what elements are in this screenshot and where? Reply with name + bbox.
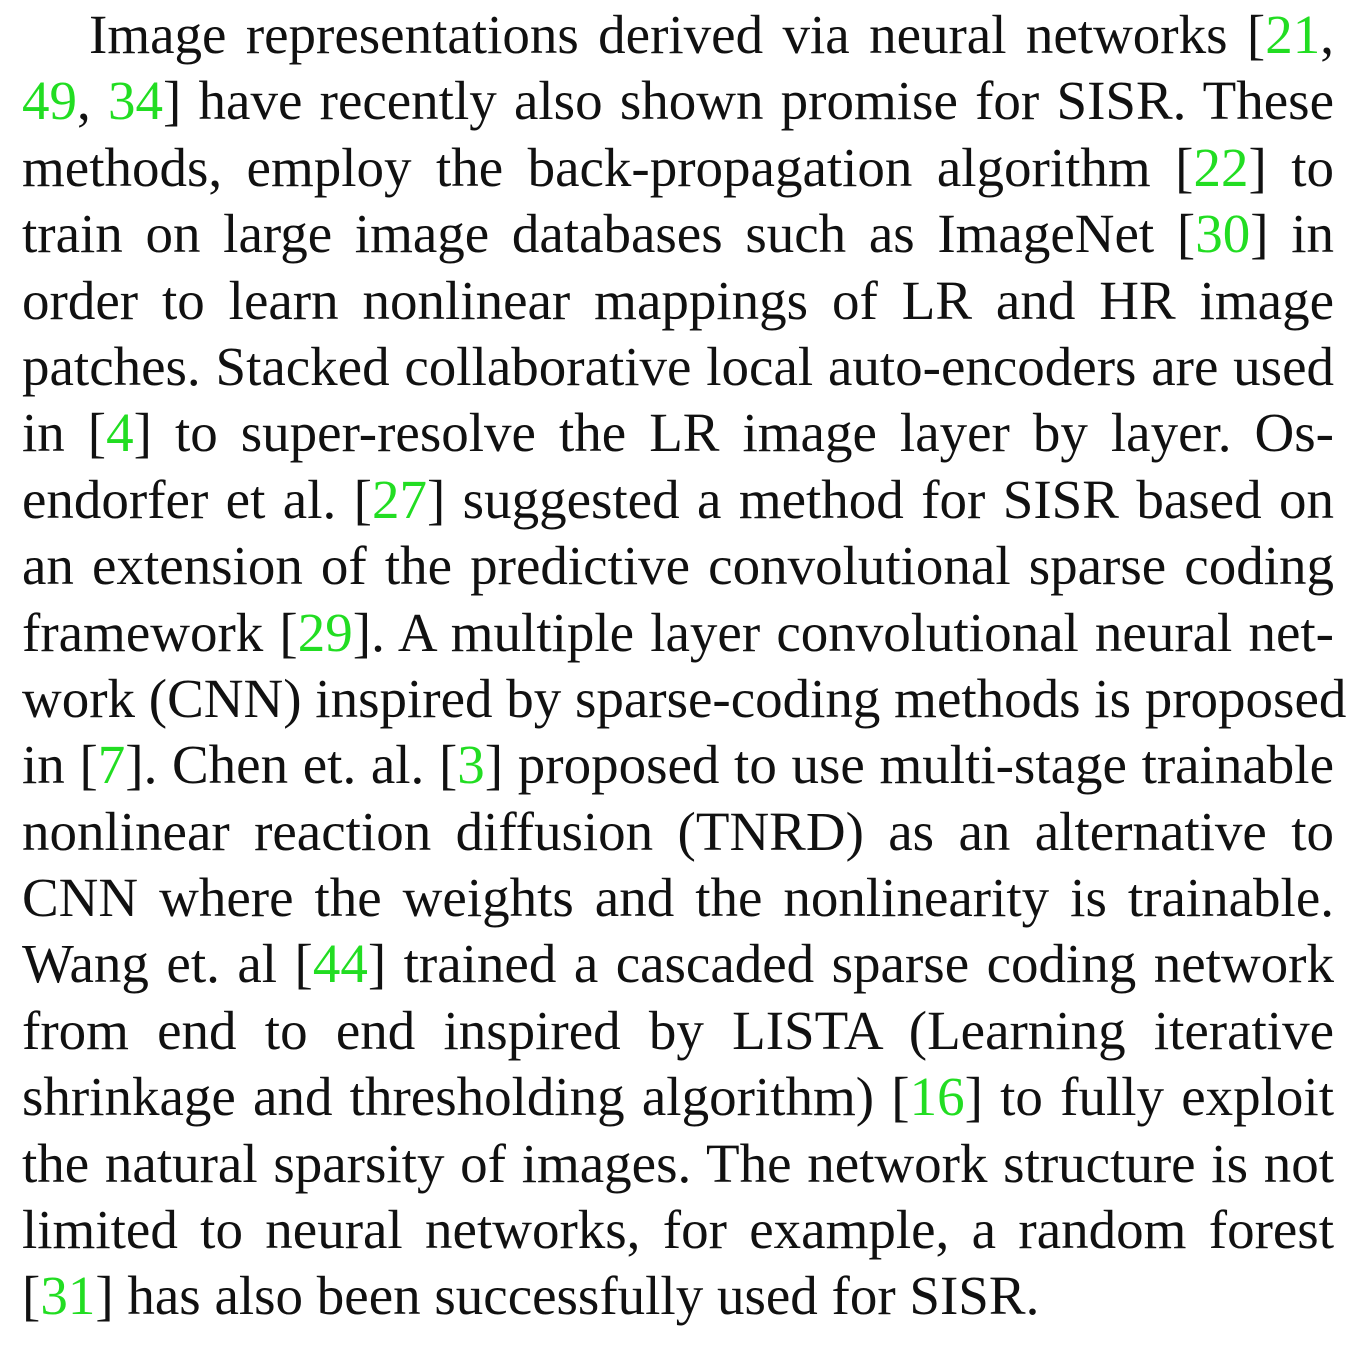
text-run: framework [ xyxy=(22,601,298,663)
text-line: limited to neural networks, for example,… xyxy=(22,1197,1334,1263)
text-line: the natural sparsity of images. The netw… xyxy=(22,1131,1334,1197)
text-run: , xyxy=(77,70,108,132)
text-line: work (CNN) inspired by sparse-coding met… xyxy=(22,666,1346,732)
text-line: methods, employ the back-propagation alg… xyxy=(22,135,1334,201)
text-line: 49, 34] have recently also shown promise… xyxy=(22,68,1334,134)
citation-link[interactable]: 29 xyxy=(297,601,353,663)
text-run: limited to neural networks, for example,… xyxy=(22,1199,1334,1261)
citation-link[interactable]: 16 xyxy=(909,1066,965,1128)
citation-link[interactable]: 22 xyxy=(1193,136,1249,198)
citation-link[interactable]: 49 xyxy=(22,70,77,132)
citation-link[interactable]: 34 xyxy=(108,70,163,132)
text-run: ] have recently also shown promise for S… xyxy=(163,70,1334,132)
text-run: in [ xyxy=(22,734,98,796)
text-run: order to learn nonlinear mappings of LR … xyxy=(22,269,1334,331)
citation-link[interactable]: 3 xyxy=(457,734,485,796)
text-line: in [4] to super-resolve the LR image lay… xyxy=(22,400,1334,466)
text-line: Image representations derived via neural… xyxy=(22,2,1334,68)
text-run: ]. A multiple layer convolutional neural… xyxy=(352,601,1334,663)
text-run: nonlinear reaction diffusion (TNRD) as a… xyxy=(22,800,1334,862)
citation-link[interactable]: 30 xyxy=(1195,203,1251,265)
text-run: Image representations derived via neural… xyxy=(89,4,1266,65)
citation-link[interactable]: 31 xyxy=(40,1265,96,1327)
text-run: ] suggested a method for SISR based on xyxy=(426,468,1334,530)
text-run: ] trained a cascaded sparse coding netwo… xyxy=(367,933,1334,995)
text-line: [31] has also been successfully used for… xyxy=(22,1263,1334,1329)
text-run: [ xyxy=(22,1265,41,1327)
text-line: endorfer et al. [27] suggested a method … xyxy=(22,467,1334,533)
text-run: an extension of the predictive convoluti… xyxy=(22,535,1334,597)
text-run: train on large image databases such as I… xyxy=(22,203,1196,265)
text-run: methods, employ the back-propagation alg… xyxy=(22,136,1194,198)
text-run: ]. Chen et. al. [ xyxy=(125,734,458,796)
text-run: the natural sparsity of images. The netw… xyxy=(22,1132,1334,1194)
text-line: order to learn nonlinear mappings of LR … xyxy=(22,268,1334,334)
text-line: patches. Stacked collaborative local aut… xyxy=(22,334,1334,400)
text-line: framework [29]. A multiple layer convolu… xyxy=(22,600,1334,666)
citation-link[interactable]: 7 xyxy=(97,734,126,796)
text-line: shrinkage and thresholding algorithm) [1… xyxy=(22,1064,1334,1130)
text-line: in [7]. Chen et. al. [3] proposed to use… xyxy=(22,732,1334,798)
text-line: CNN where the weights and the nonlineari… xyxy=(22,865,1334,931)
text-run: , xyxy=(1320,4,1334,65)
text-run: work (CNN) inspired by sparse-coding met… xyxy=(22,667,1347,729)
text-run: ] to xyxy=(1248,136,1334,198)
text-run: ] to fully exploit xyxy=(964,1066,1334,1128)
text-line: Wang et. al [44] trained a cascaded spar… xyxy=(22,931,1334,997)
citation-link[interactable]: 4 xyxy=(106,402,134,464)
text-run: shrinkage and thresholding algorithm) [ xyxy=(22,1066,910,1128)
text-run: Wang et. al [ xyxy=(22,933,313,995)
text-run: ] to super-resolve the LR image layer by… xyxy=(133,402,1334,464)
text-run: ] in xyxy=(1250,203,1334,265)
paper-paragraph: Image representations derived via neural… xyxy=(22,2,1346,1330)
text-run: CNN where the weights and the nonlineari… xyxy=(22,867,1334,929)
text-run: in [ xyxy=(22,402,107,464)
citation-link[interactable]: 27 xyxy=(371,468,427,530)
text-line: from end to end inspired by LISTA (Learn… xyxy=(22,998,1334,1064)
text-line: train on large image databases such as I… xyxy=(22,201,1334,267)
text-run: from end to end inspired by LISTA (Learn… xyxy=(22,999,1334,1061)
citation-link[interactable]: 44 xyxy=(312,933,368,995)
citation-link[interactable]: 21 xyxy=(1265,4,1321,65)
text-run: ] proposed to use multi-stage trainable xyxy=(484,734,1334,796)
text-line: an extension of the predictive convoluti… xyxy=(22,533,1334,599)
text-run: endorfer et al. [ xyxy=(22,468,372,530)
text-line: nonlinear reaction diffusion (TNRD) as a… xyxy=(22,799,1334,865)
text-run: patches. Stacked collaborative local aut… xyxy=(22,335,1334,397)
text-run: ] has also been successfully used for SI… xyxy=(95,1265,1040,1327)
